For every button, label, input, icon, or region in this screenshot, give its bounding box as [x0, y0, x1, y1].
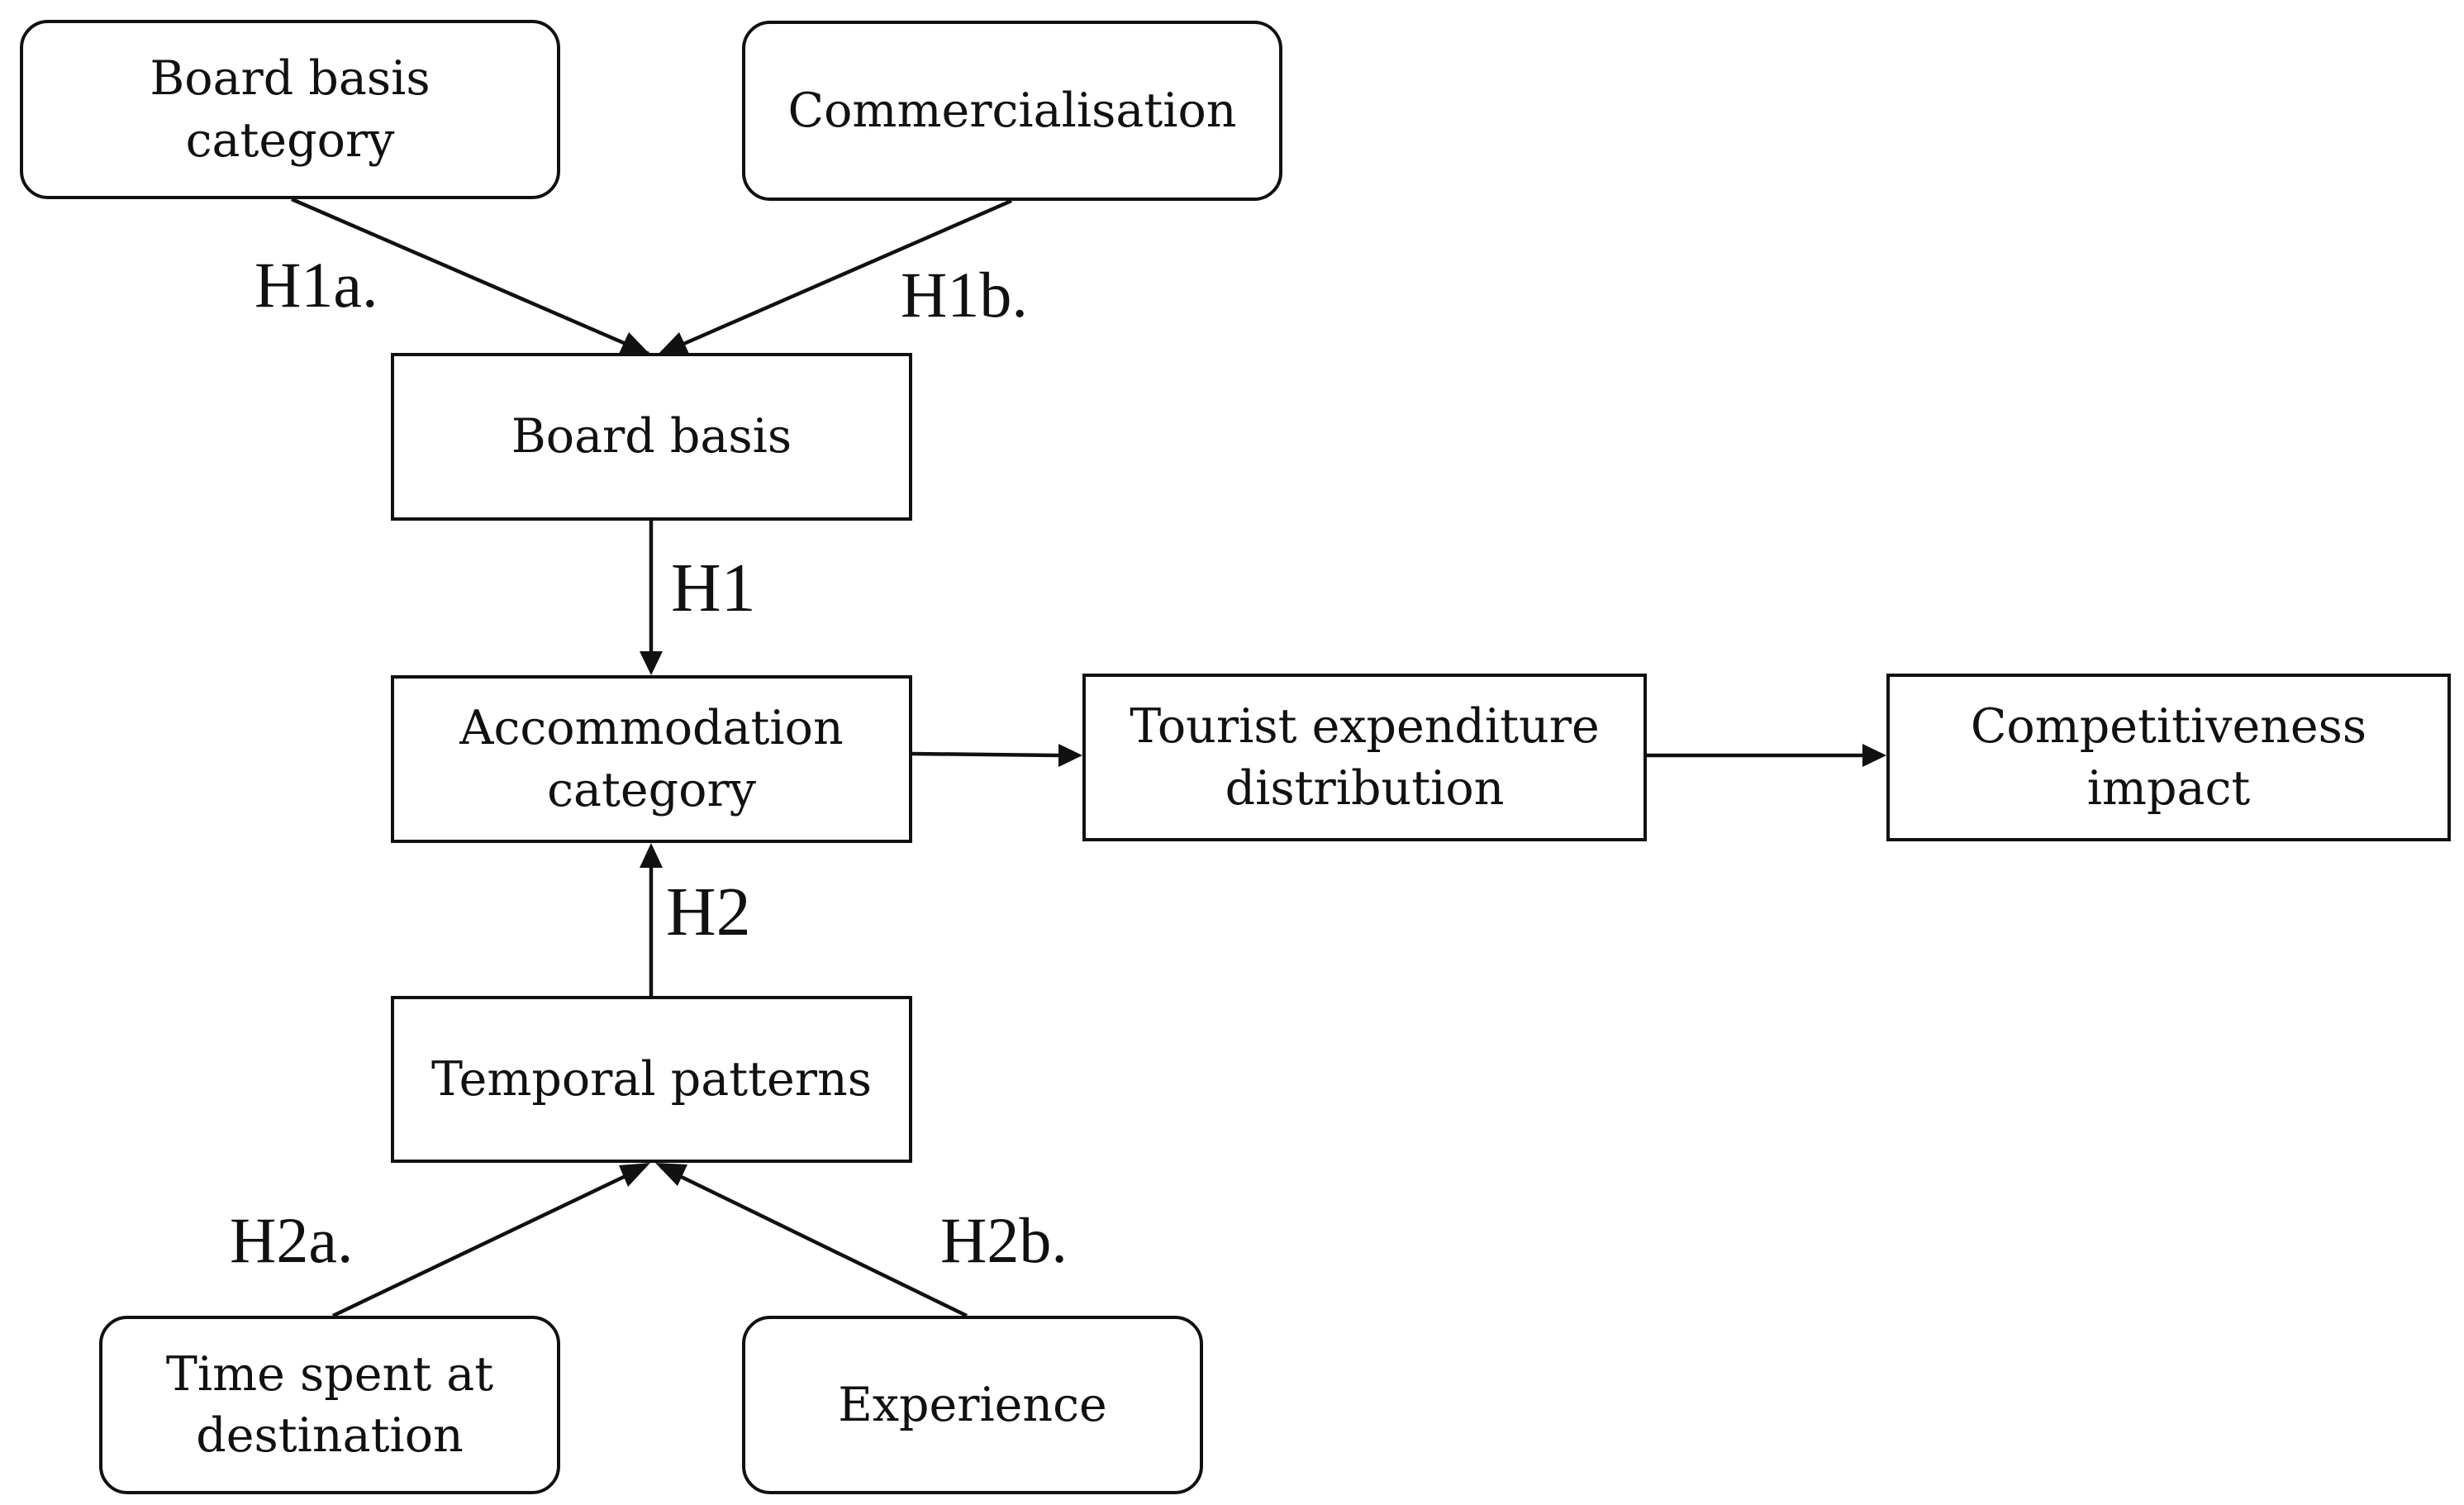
- node-time-spent-label: Time spent at destination: [165, 1346, 494, 1463]
- node-commercialisation: Commercialisation: [742, 21, 1282, 201]
- node-experience-label: Experience: [838, 1377, 1107, 1432]
- arrowhead-accommodation-to-expenditure: [1058, 744, 1082, 767]
- node-board-basis: Board basis: [391, 353, 912, 521]
- node-temporal-patterns: Temporal patterns: [391, 996, 912, 1163]
- label-h1a: H1a.: [254, 249, 378, 321]
- node-time-spent: Time spent at destination: [99, 1316, 560, 1494]
- arrowhead-h2b: [655, 1163, 687, 1186]
- arrowhead-h1a: [619, 332, 651, 355]
- label-h1b: H1b.: [901, 259, 1028, 331]
- label-h2b: H2b.: [940, 1204, 1068, 1276]
- node-competitiveness-label: Competitiveness impact: [1970, 699, 2367, 816]
- arrowhead-h1b: [657, 332, 689, 355]
- arrowhead-expenditure-to-competitiveness: [1862, 744, 1886, 767]
- node-accommodation-category: Accommodation category: [391, 675, 912, 843]
- arrow-accommodation-to-expenditure: [911, 751, 1063, 758]
- node-tourist-expenditure-label: Tourist expenditure distribution: [1130, 699, 1600, 816]
- arrow-h2a: [332, 1164, 645, 1318]
- node-accommodation-category-label: Accommodation category: [459, 701, 844, 817]
- node-temporal-patterns-label: Temporal patterns: [431, 1051, 872, 1107]
- arrowhead-h2a: [619, 1163, 650, 1187]
- label-h2a: H2a.: [230, 1204, 354, 1276]
- node-tourist-expenditure: Tourist expenditure distribution: [1082, 674, 1647, 841]
- arrowhead-h1: [640, 651, 663, 675]
- node-competitiveness: Competitiveness impact: [1886, 674, 2451, 841]
- node-board-basis-category-label: Board basis category: [150, 51, 430, 168]
- arrow-h1a: [291, 197, 649, 356]
- arrow-h1b: [660, 198, 1012, 356]
- arrowhead-h2: [640, 843, 663, 868]
- label-h1: H1: [671, 550, 756, 626]
- node-board-basis-category: Board basis category: [20, 20, 560, 199]
- node-board-basis-label: Board basis: [511, 409, 792, 464]
- node-commercialisation-label: Commercialisation: [787, 83, 1237, 138]
- arrow-h2b: [660, 1164, 968, 1318]
- label-h2: H2: [666, 874, 751, 950]
- node-experience: Experience: [742, 1316, 1203, 1494]
